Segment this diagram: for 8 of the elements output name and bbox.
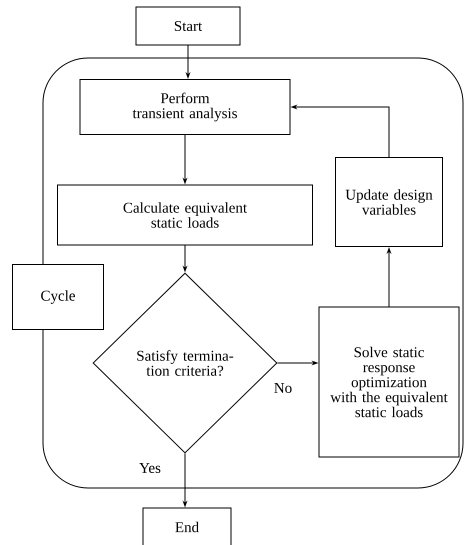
process-box: Solve static response optimization with the equivalent static loads: [318, 306, 460, 458]
process-box: Calculate equivalent static loads: [57, 184, 313, 246]
process-box: Start: [136, 6, 240, 46]
edge-label: Yes: [138, 462, 162, 474]
process-box: End: [142, 508, 232, 545]
cycle-label-box: Cycle: [12, 264, 104, 330]
process-box: Update design variables: [335, 157, 443, 247]
process-box: Perform transient analysis: [80, 79, 290, 135]
